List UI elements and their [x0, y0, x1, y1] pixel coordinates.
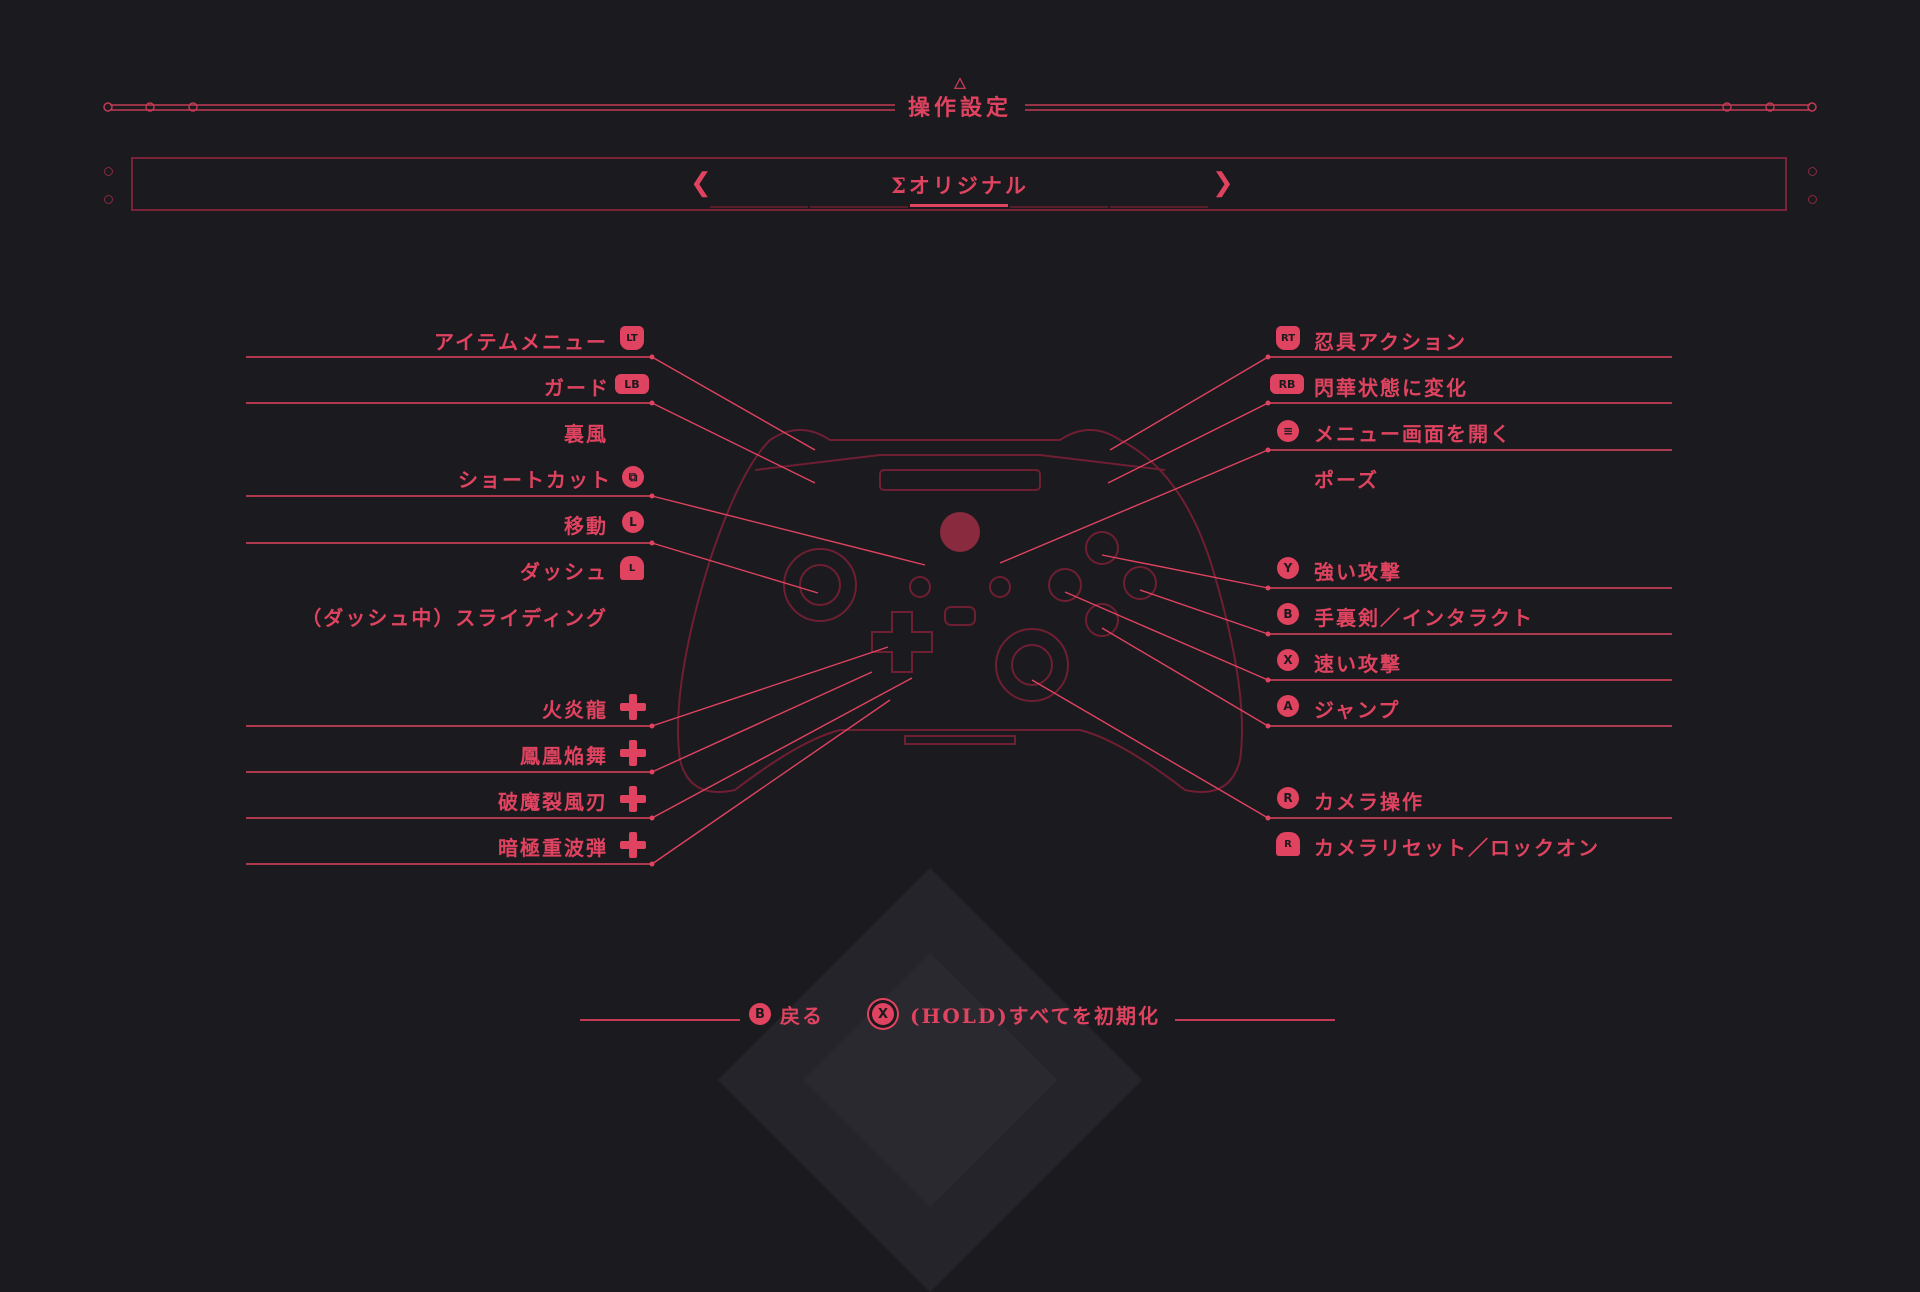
controller-diagram	[246, 354, 1672, 867]
view-button-icon: ⧉	[622, 466, 644, 488]
preset-page-indicator	[1010, 206, 1108, 208]
footer-x-button-icon: X	[872, 1003, 894, 1025]
mapping-label-jump[interactable]: ジャンプ	[1314, 698, 1401, 722]
dpad-down-icon	[620, 832, 646, 858]
mapping-label-sliding: （ダッシュ中）スライディング	[301, 606, 608, 630]
side-dot	[1808, 167, 1817, 176]
xbox-logo	[940, 512, 980, 552]
side-dot	[1808, 195, 1817, 204]
mapping-label-camera[interactable]: カメラ操作	[1314, 790, 1424, 814]
header-ornament	[103, 102, 1817, 112]
mapping-label-dash[interactable]: ダッシュ	[520, 560, 608, 584]
y-button-icon: Y	[1277, 557, 1299, 579]
dpad-up-icon	[620, 694, 646, 720]
footer-b-button-icon: B	[749, 1003, 771, 1025]
lt-trigger-icon: LT	[620, 326, 644, 350]
mapping-label-item-menu[interactable]: アイテムメニュー	[434, 330, 608, 354]
menu-button-icon: ≡	[1277, 420, 1299, 442]
preset-page-indicator	[810, 206, 908, 208]
mapping-label-urakaze: 裏風	[564, 422, 608, 446]
mapping-label-camera-reset[interactable]: カメラリセット／ロックオン	[1314, 836, 1600, 860]
dpad-right-icon	[620, 786, 646, 812]
preset-page-indicator	[1110, 206, 1208, 208]
mapping-label-pause: ポーズ	[1314, 468, 1379, 492]
mapping-label-shuriken[interactable]: 手裏剣／インタラクト	[1314, 606, 1534, 630]
x-button-icon: X	[1277, 649, 1299, 671]
footer-ornament	[580, 1019, 1335, 1021]
callout-lines	[246, 356, 1672, 865]
preset-name: Σオリジナル	[891, 173, 1029, 198]
right-stick-icon: R	[1277, 787, 1299, 809]
mapping-label-hama[interactable]: 破魔裂風刃	[498, 790, 608, 814]
preset-next-button[interactable]: ❯	[1212, 168, 1234, 198]
mapping-label-move[interactable]: 移動	[564, 514, 608, 538]
back-button[interactable]: 戻る	[780, 1004, 824, 1028]
mapping-label-ninja-tool[interactable]: 忍具アクション	[1314, 330, 1467, 354]
mapping-label-ankyoku[interactable]: 暗極重波弾	[498, 836, 608, 860]
mapping-label-shortcut[interactable]: ショートカット	[458, 468, 612, 492]
preset-selector	[131, 157, 1787, 211]
left-stick-press-icon: L	[620, 556, 644, 580]
mapping-label-senka[interactable]: 閃華状態に変化	[1314, 376, 1468, 400]
mapping-label-houou[interactable]: 鳳凰焔舞	[520, 744, 608, 768]
mapping-label-guard[interactable]: ガード	[544, 376, 610, 400]
mapping-label-strong-attack[interactable]: 強い攻撃	[1314, 560, 1402, 584]
b-button-icon: B	[1277, 603, 1299, 625]
lb-bumper-icon: LB	[615, 374, 649, 394]
preset-prev-button[interactable]: ❮	[690, 168, 712, 198]
preset-page-indicator-active	[910, 204, 1008, 207]
reset-all-button[interactable]: (HOLD)すべてを初期化	[910, 1004, 1161, 1028]
dpad-left-icon	[620, 740, 646, 766]
left-stick-icon: L	[622, 511, 644, 533]
side-dot	[104, 167, 113, 176]
mapping-label-fast-attack[interactable]: 速い攻撃	[1314, 652, 1402, 676]
mapping-label-karyuu[interactable]: 火炎龍	[542, 698, 608, 722]
controller-outline	[677, 429, 1243, 793]
rt-trigger-icon: RT	[1276, 326, 1300, 350]
a-button-icon: A	[1277, 695, 1299, 717]
preset-page-indicator	[710, 206, 808, 208]
side-dot	[104, 195, 113, 204]
rb-bumper-icon: RB	[1270, 374, 1304, 394]
header-drop-icon: 🜂	[953, 74, 967, 93]
page-title: 操作設定	[907, 95, 1012, 121]
mapping-label-open-menu[interactable]: メニュー画面を開く	[1314, 422, 1512, 446]
right-stick-press-icon: R	[1276, 832, 1300, 856]
